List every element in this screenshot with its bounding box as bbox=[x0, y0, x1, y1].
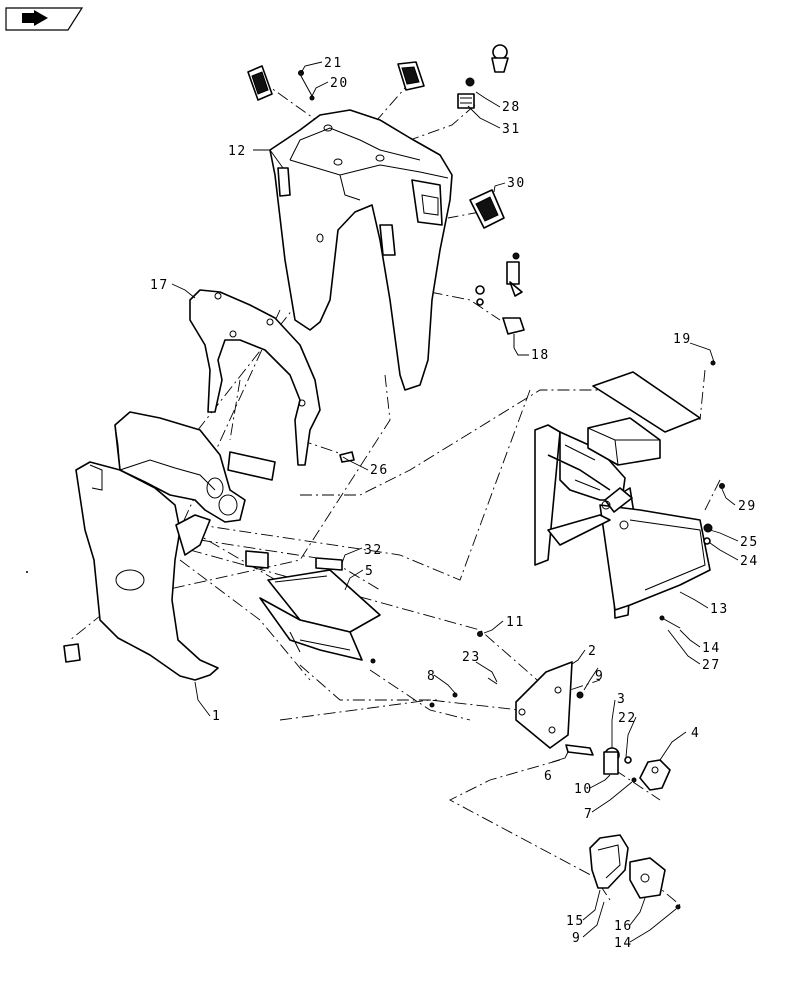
arrow-right-icon bbox=[22, 10, 48, 26]
callout-9-upper: 9 bbox=[595, 669, 604, 684]
callout-6: 6 bbox=[544, 769, 553, 784]
callout-24: 24 bbox=[740, 554, 759, 569]
part-1-dash-housing bbox=[63, 411, 246, 681]
pedal-assembly bbox=[565, 744, 671, 791]
callout-9-lower: 9 bbox=[572, 931, 581, 946]
callout-labels: 12 17 1 19 18 26 21 20 28 31 30 29 25 24… bbox=[150, 56, 759, 951]
callout-4: 4 bbox=[691, 726, 700, 741]
callout-25: 25 bbox=[740, 535, 759, 550]
callout-26: 26 bbox=[370, 463, 389, 478]
part-19-plate bbox=[592, 360, 716, 433]
callout-17: 17 bbox=[150, 278, 169, 293]
callout-8: 8 bbox=[427, 669, 436, 684]
callout-5: 5 bbox=[365, 564, 374, 579]
part-17-side-panel bbox=[189, 289, 321, 466]
callout-2: 2 bbox=[588, 644, 597, 659]
callout-30: 30 bbox=[507, 176, 526, 191]
part-32-pad bbox=[245, 550, 343, 571]
leader-lines bbox=[171, 61, 739, 943]
callout-3: 3 bbox=[617, 692, 626, 707]
seat-block bbox=[587, 417, 661, 466]
callout-13: 13 bbox=[710, 602, 729, 617]
part-18-bracket bbox=[475, 252, 525, 348]
callout-32: 32 bbox=[364, 543, 383, 558]
callout-15: 15 bbox=[566, 914, 585, 929]
callout-29: 29 bbox=[738, 499, 757, 514]
callout-12: 12 bbox=[228, 144, 247, 159]
callout-11: 11 bbox=[506, 615, 525, 630]
callout-20: 20 bbox=[330, 76, 349, 91]
callout-16: 16 bbox=[614, 919, 633, 934]
callout-28: 28 bbox=[502, 100, 521, 115]
part-26-pad bbox=[227, 451, 276, 481]
part-12-console-cover bbox=[269, 109, 453, 391]
nav-arrow-button[interactable] bbox=[5, 7, 84, 31]
callout-14-upper: 14 bbox=[702, 641, 721, 656]
callout-27: 27 bbox=[702, 658, 721, 673]
part-5-tray bbox=[259, 569, 381, 661]
callout-10: 10 bbox=[574, 782, 593, 797]
part-13-frame bbox=[534, 424, 711, 619]
callout-14-lower: 14 bbox=[614, 936, 633, 951]
part-26-screw bbox=[339, 451, 355, 463]
part-2-plate bbox=[515, 661, 584, 749]
part-15-bracket bbox=[589, 834, 629, 889]
callout-21: 21 bbox=[324, 56, 343, 71]
fasteners-8-11-23 bbox=[370, 631, 498, 708]
switch-parts-top bbox=[247, 44, 509, 229]
callout-7: 7 bbox=[584, 807, 593, 822]
callout-19: 19 bbox=[673, 332, 692, 347]
callout-31: 31 bbox=[502, 122, 521, 137]
callout-22: 22 bbox=[618, 711, 637, 726]
hardware-14-27 bbox=[659, 615, 681, 629]
callout-1: 1 bbox=[212, 709, 221, 724]
part-16-bracket bbox=[629, 857, 681, 910]
hardware-29-25-24 bbox=[703, 483, 725, 545]
callout-18: 18 bbox=[531, 348, 550, 363]
stray-mark bbox=[26, 571, 28, 573]
callout-23: 23 bbox=[462, 650, 481, 665]
